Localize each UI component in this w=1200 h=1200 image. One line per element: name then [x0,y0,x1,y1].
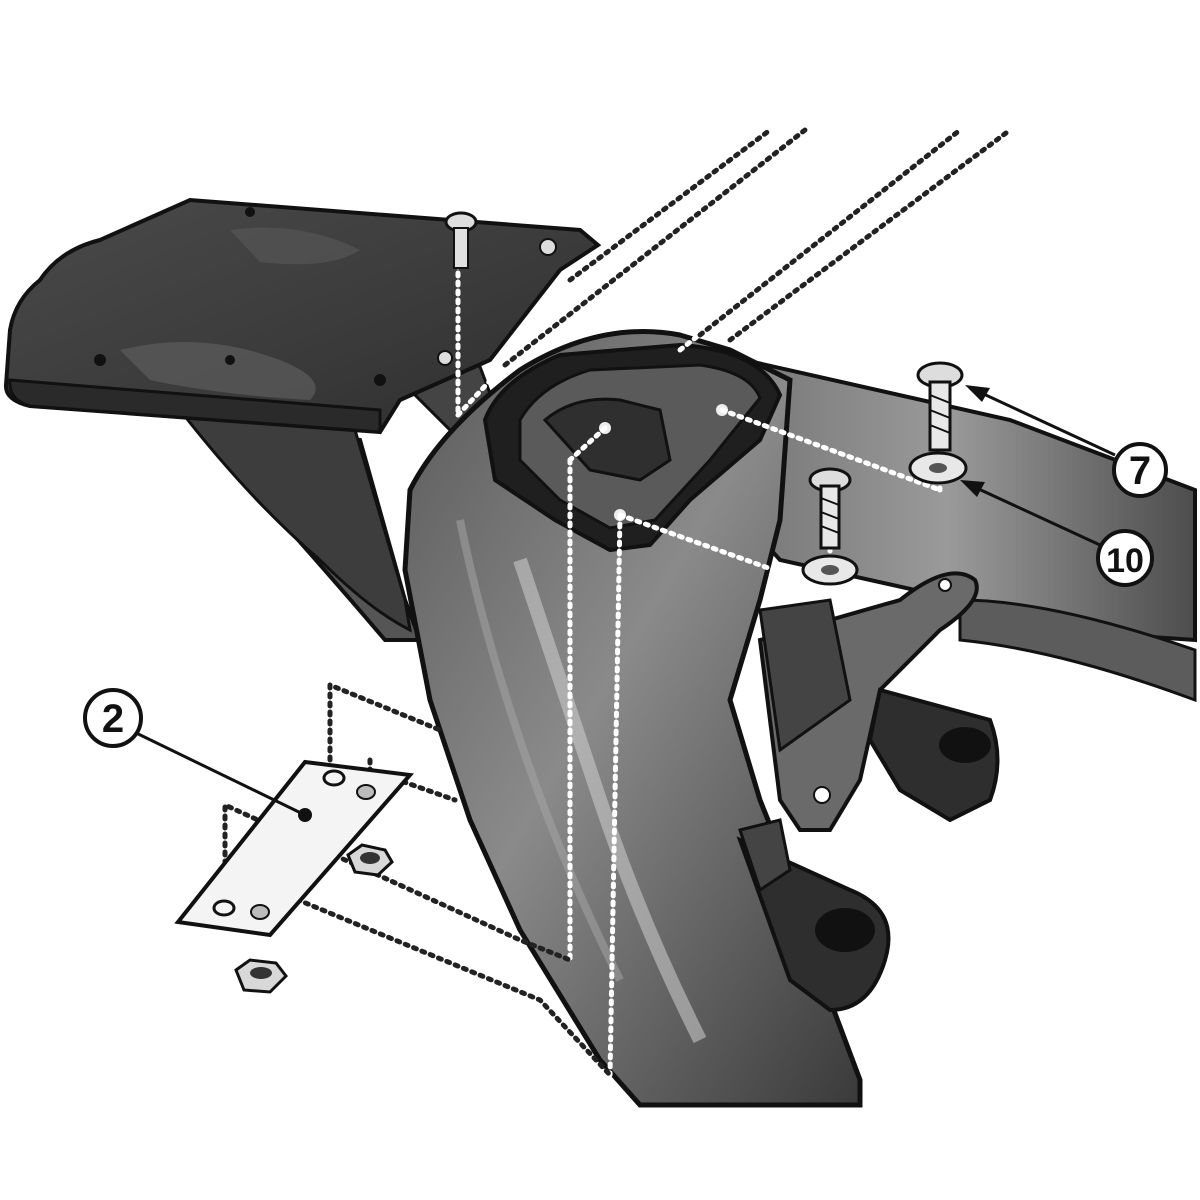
flange-nut-lower [234,958,288,994]
bolt-lower [808,467,852,550]
callout-10: 10 [960,480,1154,587]
flange-nut-upper [346,843,394,877]
callout-2-label: 2 [102,697,124,741]
callout-10-label: 10 [1106,542,1144,580]
washer-lower [801,554,859,586]
rack-plate [3,197,602,642]
callout-2: 2 [83,688,306,817]
bolt-upper [916,361,964,452]
callout-7: 7 [965,385,1168,498]
washer-upper [908,451,968,485]
mounting-plate [174,759,414,938]
rack-bolt [444,211,478,269]
motorcycle-frame [402,329,1197,1108]
callout-7-label: 7 [1129,449,1151,493]
